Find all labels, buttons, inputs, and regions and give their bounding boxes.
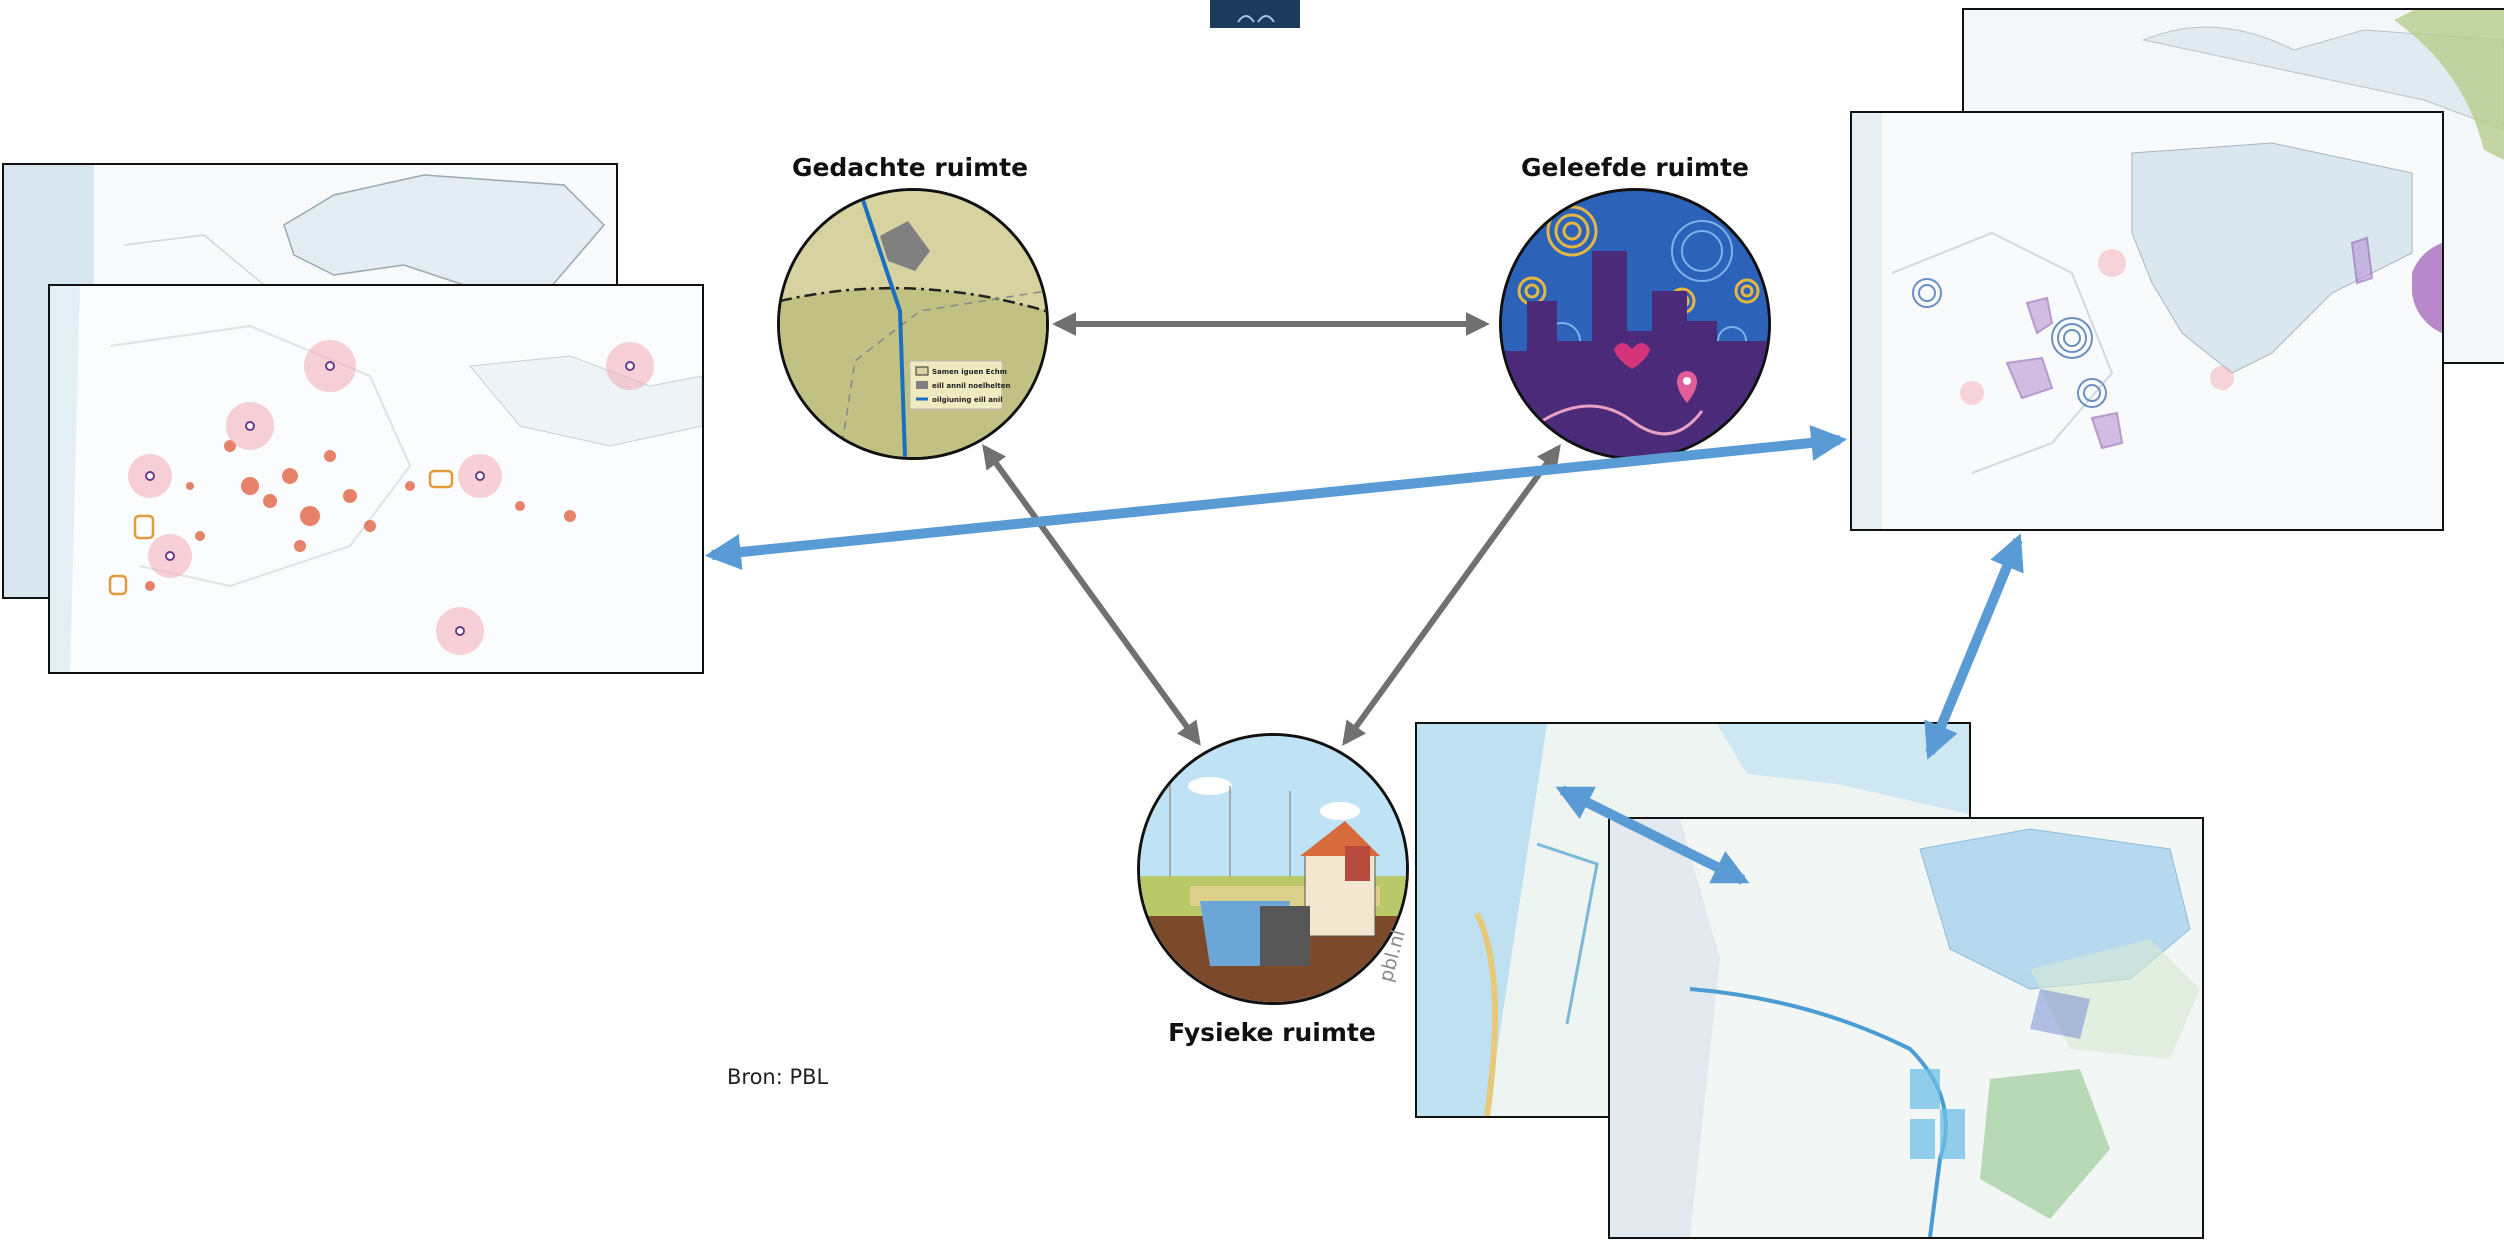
- label-geleefde-ruimte: Geleefde ruimte: [1520, 153, 1750, 182]
- source-note: Bron: PBL: [727, 1065, 829, 1089]
- label-fysieke-ruimte: Fysieke ruimte: [1168, 1018, 1376, 1047]
- arrow-geleefde-fysieke: [1342, 444, 1561, 746]
- arrow-gedachte-fysieke: [982, 444, 1201, 746]
- logo-icon: [1237, 15, 1275, 23]
- circle-fysieke-ruimte: [1137, 733, 1409, 1005]
- circle-gedachte-ruimte: Samen iguen Echm eill annil noelhelten o…: [777, 188, 1049, 460]
- arrow-left-map-right-map: [704, 425, 1848, 570]
- map-right-front: [1850, 111, 2444, 531]
- label-gedachte-ruimte: Gedachte ruimte: [791, 153, 1029, 182]
- legend-gedachte: [909, 360, 1003, 410]
- legend-item-1: Samen iguen Echm: [932, 368, 1007, 376]
- legend-item-3: oilgiuning eill anil: [932, 396, 1003, 404]
- circle-geleefde-ruimte: [1499, 188, 1771, 460]
- map-bottom-front: [1608, 817, 2204, 1239]
- legend-item-2: eill annil noelhelten: [932, 382, 1010, 390]
- map-left-front: [48, 284, 704, 674]
- header-logo-block: [1210, 0, 1300, 28]
